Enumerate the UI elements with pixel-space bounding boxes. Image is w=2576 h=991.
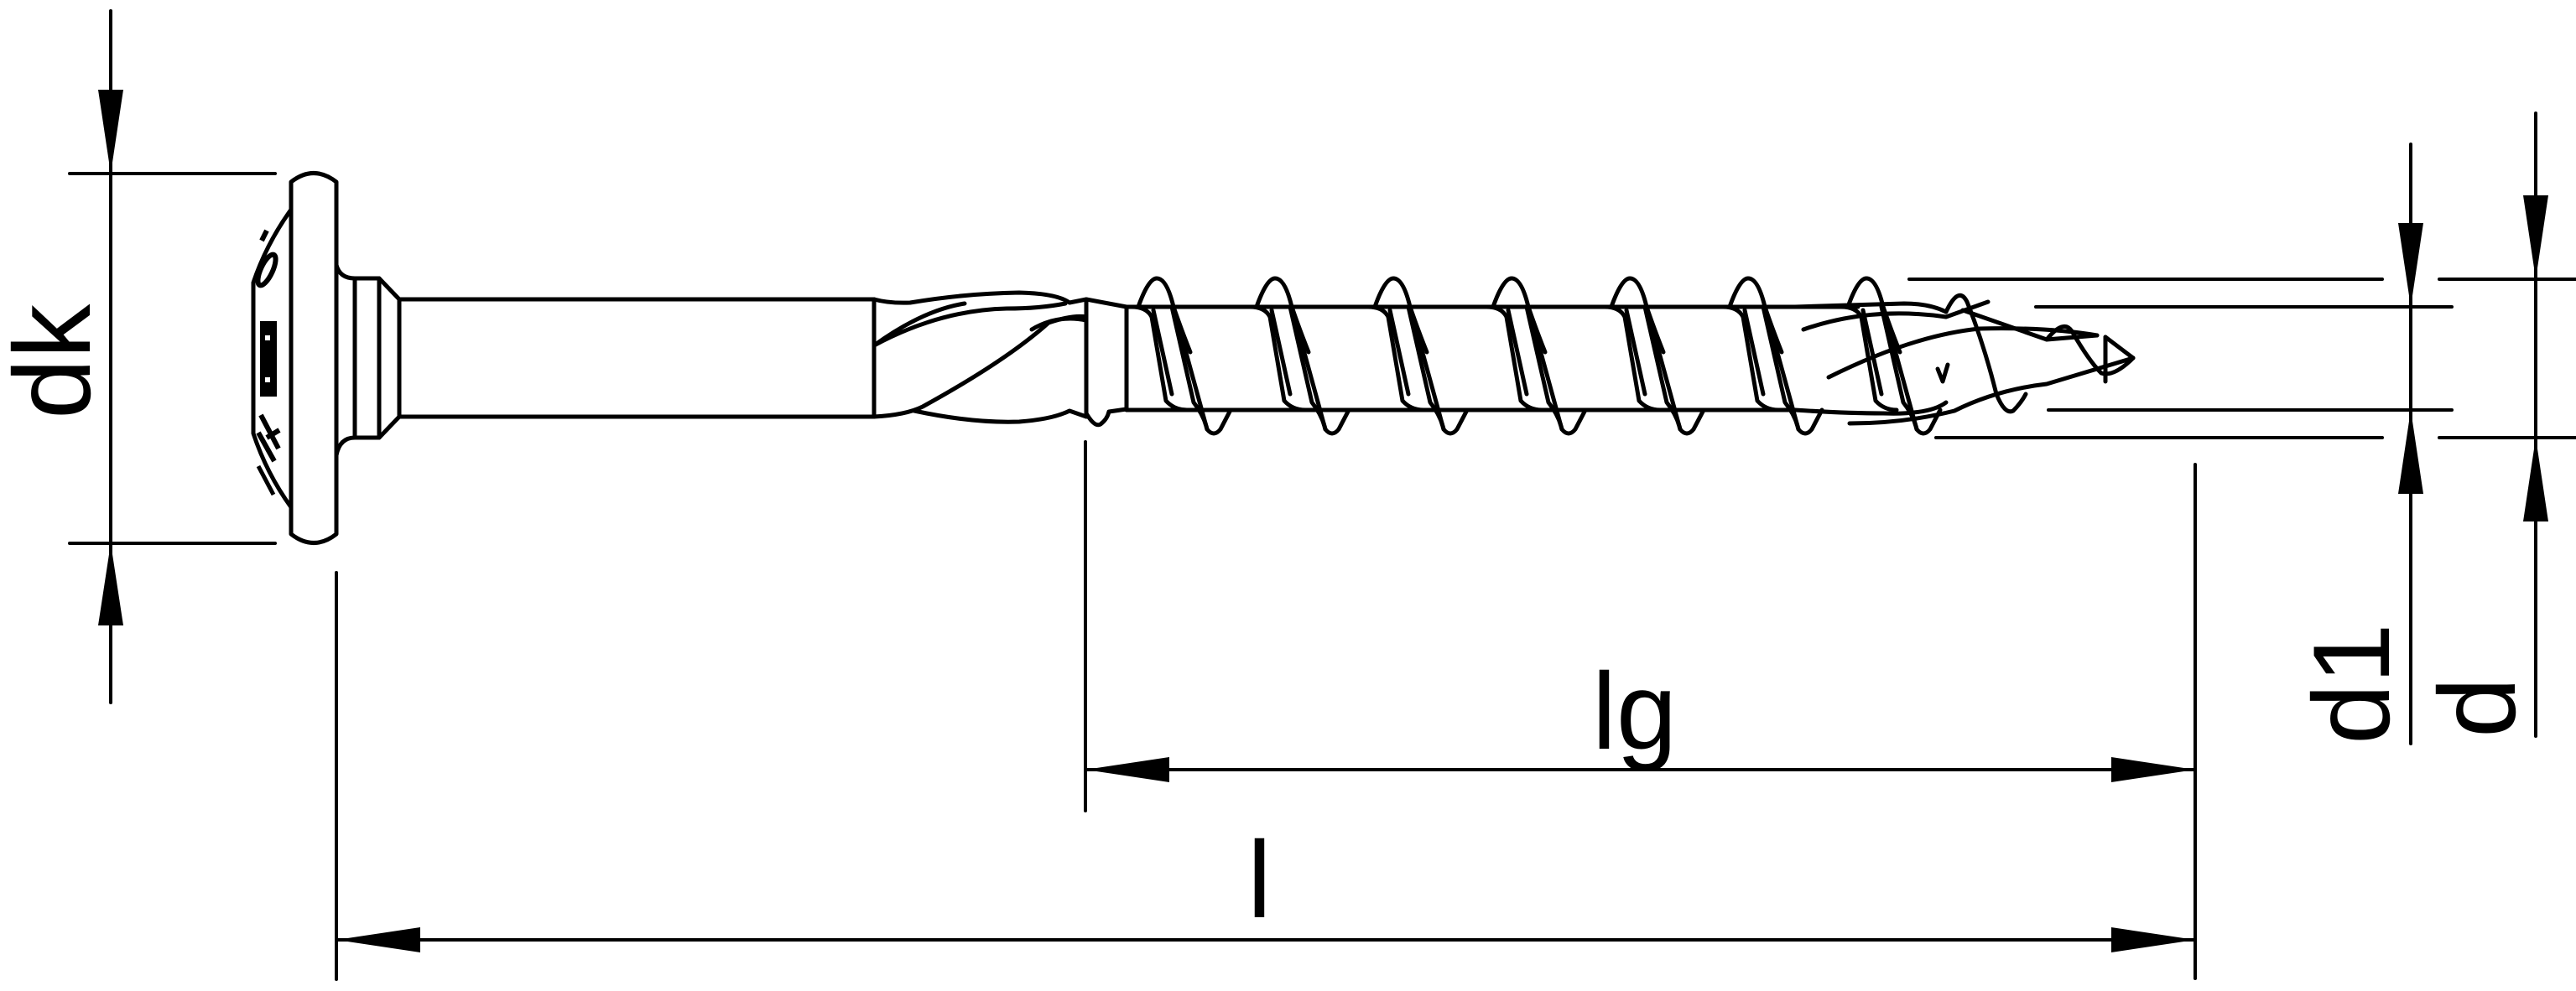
- dk-dimension: dk: [0, 9, 277, 704]
- d1-label: d1: [2290, 623, 2412, 745]
- l-arrow-left-icon: [336, 927, 420, 952]
- head-marking-icon: [255, 229, 281, 496]
- d-arrow-top-icon: [2523, 195, 2548, 279]
- lg-arrow-left-icon: [1085, 757, 1169, 782]
- l-label: l: [1247, 818, 1272, 941]
- drill-tip: [1793, 293, 2136, 426]
- dk-arrow-bottom-icon: [98, 543, 123, 625]
- lg-arrow-right-icon: [2111, 757, 2195, 782]
- screw-head: [251, 171, 402, 545]
- screw-shank: [397, 297, 877, 419]
- d1-arrow-bottom-icon: [2398, 410, 2423, 494]
- d1-arrow-top-icon: [2398, 223, 2423, 307]
- dk-label: dk: [0, 304, 113, 419]
- head-flange: [289, 171, 339, 545]
- d-label: d: [2416, 677, 2538, 738]
- l-dimension: l: [335, 571, 2197, 981]
- dk-arrow-top-icon: [98, 90, 123, 174]
- neck-top: [334, 262, 402, 302]
- lg-label: lg: [1592, 650, 1677, 772]
- milling-ribs: [872, 290, 1129, 428]
- l-arrow-right-icon: [2111, 927, 2195, 952]
- d-d1-dimensions: d1 d: [1907, 112, 2576, 745]
- lg-dimension: lg: [1084, 440, 2197, 980]
- d-arrow-bottom-icon: [2523, 438, 2548, 521]
- thread-turns: [1129, 276, 1943, 436]
- neck-bottom: [334, 414, 402, 458]
